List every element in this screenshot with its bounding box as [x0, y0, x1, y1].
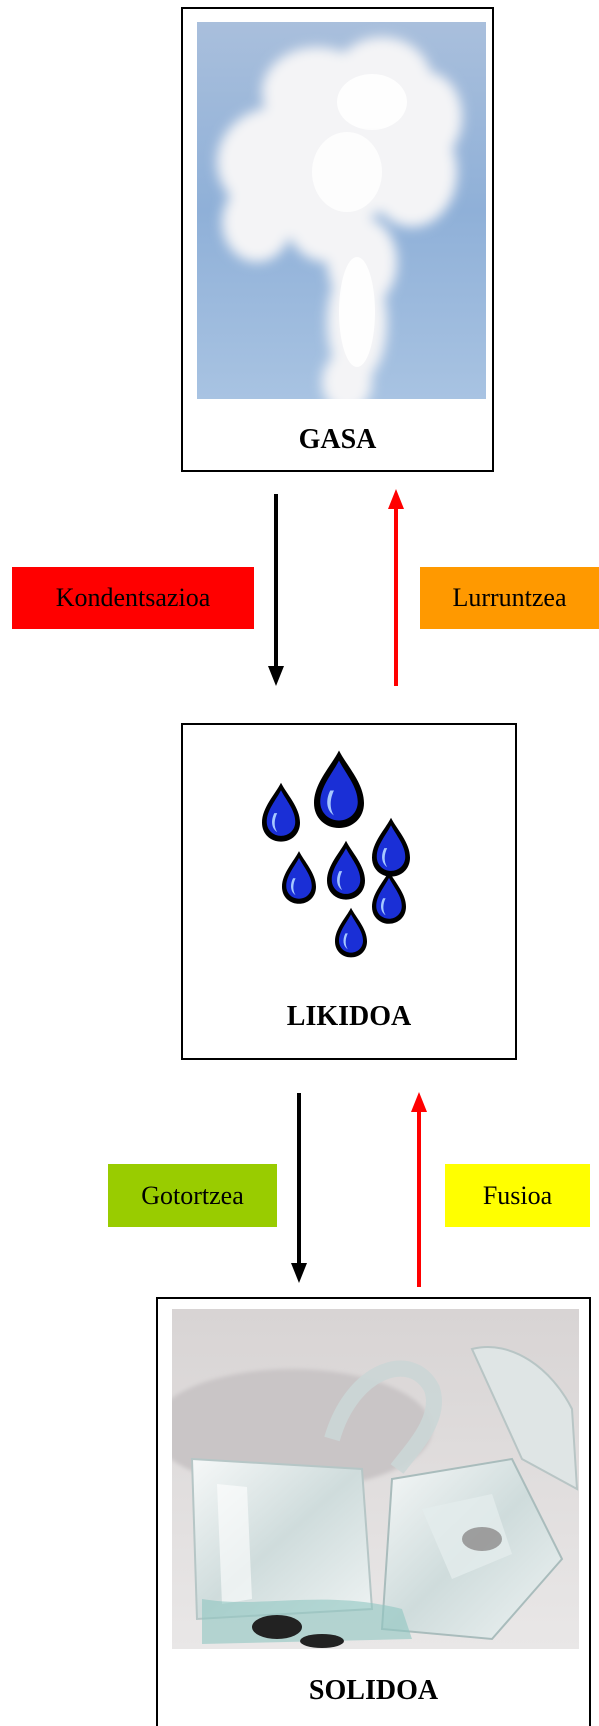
liquid-state-title: LIKIDOA	[286, 1001, 412, 1032]
condensation-arrow	[268, 494, 284, 686]
solidification-arrow	[291, 1093, 307, 1283]
ice-cubes-photo	[172, 1309, 579, 1649]
fusion-label: Fusioa	[445, 1164, 590, 1227]
vaporization-arrow	[388, 489, 404, 686]
solidification-label: Gotortzea	[108, 1164, 277, 1227]
solid-state-title: SOLIDOA	[308, 1675, 439, 1706]
liquid-state-box: LIKIDOA	[181, 723, 517, 1060]
vaporization-label: Lurruntzea	[420, 567, 599, 629]
condensation-label: Kondentsazioa	[12, 567, 254, 629]
gas-state-title: GASA	[298, 424, 377, 455]
fusion-arrow	[411, 1092, 427, 1287]
solid-state-box: SOLIDOA	[156, 1297, 591, 1726]
steam-cloud-photo	[197, 22, 486, 399]
gas-state-box: GASA	[181, 7, 494, 472]
water-drops-icon	[262, 750, 410, 958]
